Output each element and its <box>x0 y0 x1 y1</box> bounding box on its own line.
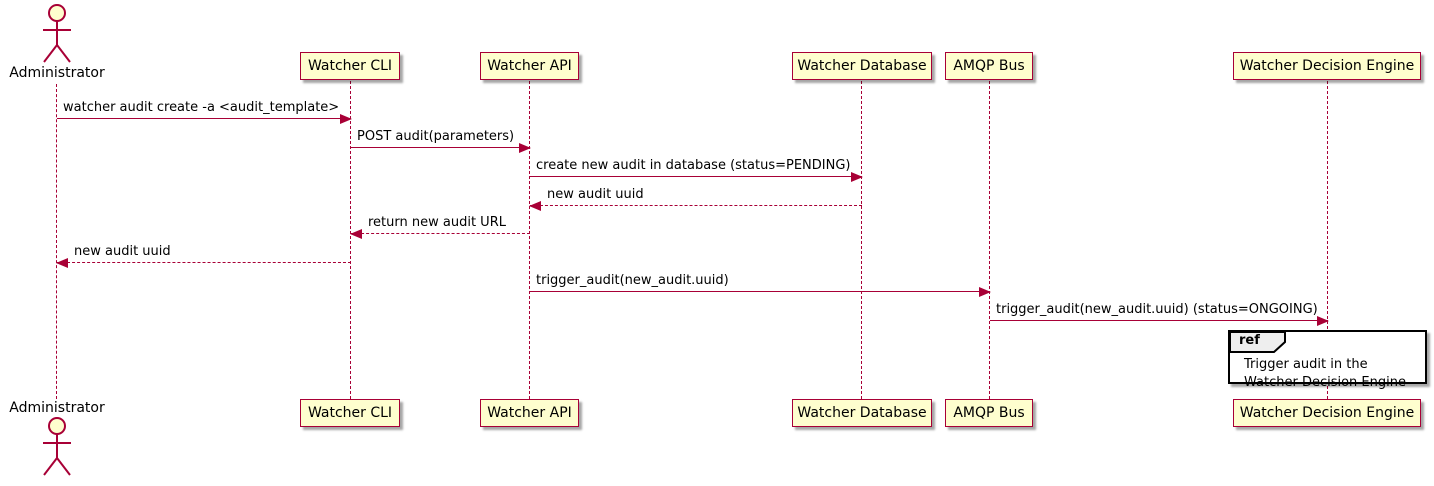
message-label: return new audit URL <box>368 215 506 230</box>
participant-watcher-cli-bottom: Watcher CLI <box>300 399 400 427</box>
message-line <box>351 147 530 148</box>
message-create-new-audit: create new audit in database (status=PEN… <box>530 158 863 182</box>
lifeline-administrator <box>56 84 57 399</box>
lifeline-watcher-api <box>529 81 530 399</box>
arrowhead-icon <box>529 200 541 211</box>
message-trigger-audit-ongoing: trigger_audit(new_audit.uuid) (status=ON… <box>990 302 1329 326</box>
lifeline-watcher-decision-engine <box>1327 81 1328 399</box>
actor-icon-bottom <box>43 417 71 476</box>
arrowhead-icon <box>979 286 991 297</box>
ref-text: Trigger audit in the Watcher Decision En… <box>1244 356 1406 392</box>
actor-icon <box>43 4 71 63</box>
message-return-audit-url: return new audit URL <box>350 215 530 239</box>
participant-watcher-database-top: Watcher Database <box>792 52 932 80</box>
message-label: new audit uuid <box>547 187 644 202</box>
lifeline-watcher-database <box>861 81 862 399</box>
lifeline-amqp-bus <box>989 81 990 399</box>
participant-watcher-decision-engine-bottom: Watcher Decision Engine <box>1233 399 1421 427</box>
message-label: watcher audit create -a <audit_template> <box>63 100 340 115</box>
message-label: create new audit in database (status=PEN… <box>536 158 851 173</box>
participant-watcher-api-top: Watcher API <box>480 52 579 80</box>
message-label: trigger_audit(new_audit.uuid) <box>536 273 729 288</box>
participant-watcher-database-bottom: Watcher Database <box>792 399 932 427</box>
message-line <box>351 233 530 234</box>
message-line <box>57 118 351 119</box>
arrowhead-icon <box>1317 315 1329 326</box>
participant-watcher-decision-engine-top: Watcher Decision Engine <box>1233 52 1421 80</box>
arrowhead-icon <box>519 142 531 153</box>
message-new-audit-uuid-admin: new audit uuid <box>56 244 351 268</box>
actor-name-bottom: Administrator <box>9 400 105 416</box>
message-label: trigger_audit(new_audit.uuid) (status=ON… <box>996 302 1318 317</box>
participant-amqp-bus-bottom: AMQP Bus <box>945 399 1033 427</box>
message-label: POST audit(parameters) <box>357 129 515 144</box>
message-line <box>530 205 862 206</box>
message-label: new audit uuid <box>74 244 171 259</box>
arrowhead-icon <box>340 113 352 124</box>
message-post-audit: POST audit(parameters) <box>351 129 531 153</box>
ref-fragment: ref Trigger audit in the Watcher Decisio… <box>1228 330 1427 390</box>
ref-text-line1: Trigger audit in the <box>1244 357 1368 372</box>
ref-header-pentagon-icon <box>1229 331 1286 353</box>
message-line <box>530 291 990 292</box>
arrowhead-icon <box>56 257 68 268</box>
message-new-audit-uuid-db: new audit uuid <box>529 187 862 211</box>
message-trigger-audit: trigger_audit(new_audit.uuid) <box>530 273 991 297</box>
arrowhead-icon <box>350 228 362 239</box>
ref-keyword: ref <box>1239 333 1260 348</box>
actor-name-top: Administrator <box>9 65 105 81</box>
message-line <box>990 320 1328 321</box>
participant-watcher-cli-top: Watcher CLI <box>300 52 400 80</box>
participant-amqp-bus-top: AMQP Bus <box>945 52 1033 80</box>
participant-watcher-api-bottom: Watcher API <box>480 399 579 427</box>
message-line <box>530 176 862 177</box>
message-audit-create: watcher audit create -a <audit_template> <box>57 100 352 124</box>
lifeline-watcher-cli <box>350 81 351 399</box>
message-line <box>57 262 351 263</box>
arrowhead-icon <box>851 171 863 182</box>
ref-text-line2: Watcher Decision Engine <box>1244 375 1406 390</box>
